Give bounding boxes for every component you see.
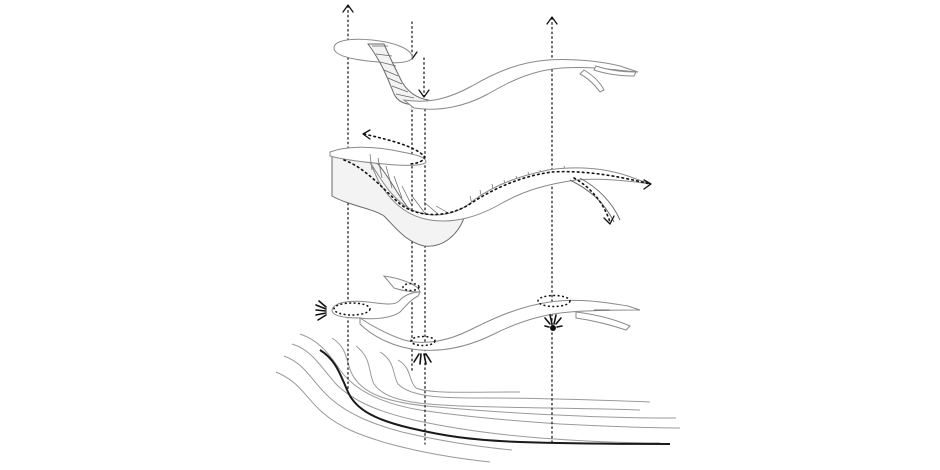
middle-ribbon bbox=[329, 146, 651, 247]
viewpoint-burst-icon bbox=[544, 314, 563, 331]
contour-line bbox=[283, 355, 513, 451]
arrow-down-icon bbox=[603, 215, 615, 225]
viewpoint-oval-top bbox=[402, 282, 420, 292]
upper-deck-fork bbox=[593, 65, 637, 77]
contour-line bbox=[355, 345, 641, 411]
viewpoint-oval-center bbox=[410, 335, 436, 347]
viewpoint-marker bbox=[550, 325, 556, 331]
flow-line bbox=[363, 133, 426, 165]
arrow-down-icon bbox=[418, 89, 430, 98]
ribbon-flow-path bbox=[343, 129, 652, 225]
contour-line bbox=[299, 333, 681, 429]
viewpoint-burst-icon bbox=[413, 353, 432, 365]
coastline bbox=[319, 349, 671, 445]
lower-walkway bbox=[331, 275, 641, 351]
arrow-up-icon bbox=[342, 4, 354, 13]
walkway-span bbox=[359, 299, 641, 351]
arrow-right-icon bbox=[643, 179, 652, 190]
flow-line bbox=[573, 177, 611, 223]
upper-deck-fork bbox=[579, 69, 605, 93]
contour-line bbox=[291, 343, 661, 444]
arrow-left-icon bbox=[362, 129, 371, 140]
upper-deck bbox=[333, 38, 639, 110]
arrow-up-icon bbox=[546, 16, 558, 25]
contour-line bbox=[331, 337, 677, 419]
contour-line bbox=[379, 351, 651, 403]
ribbon-branch bbox=[569, 179, 615, 223]
walkway-fork bbox=[575, 311, 631, 331]
upper-deck-ramp bbox=[367, 43, 430, 105]
ribbon-top bbox=[329, 146, 427, 166]
viewpoint-oval-left bbox=[333, 302, 371, 316]
viewpoint-oval-right bbox=[537, 294, 571, 308]
upper-ramp-hatch bbox=[372, 45, 415, 99]
upper-deck-span bbox=[402, 58, 639, 110]
ribbon-wall bbox=[331, 151, 465, 247]
ribbon-branch bbox=[579, 177, 621, 221]
viewpoint-ovals bbox=[333, 282, 571, 347]
contour-line bbox=[397, 359, 521, 393]
flow-line bbox=[343, 159, 651, 216]
viewpoint-burst-icon bbox=[315, 300, 327, 321]
contour-line bbox=[275, 371, 491, 463]
terrain-contours bbox=[275, 333, 681, 463]
